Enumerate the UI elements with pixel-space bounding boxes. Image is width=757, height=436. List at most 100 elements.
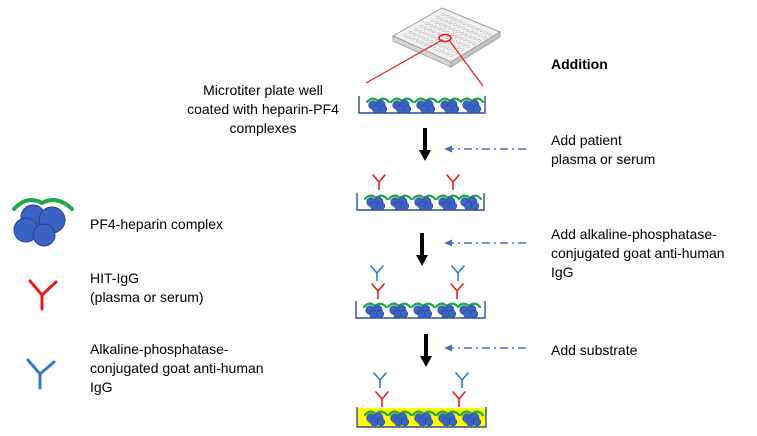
plate-well [417, 34, 421, 38]
plate-well [408, 31, 413, 34]
plate-well [412, 32, 417, 36]
plate-well [418, 29, 422, 33]
plate-well [429, 40, 434, 43]
plate-well [440, 17, 444, 21]
plate-well [454, 18, 458, 22]
legend-label-hit-igg: HIT-IgG (plasma or serum) [90, 270, 204, 305]
plate-well [414, 28, 418, 31]
plate-well [445, 36, 449, 39]
plate-well [475, 27, 480, 31]
plate-well [436, 16, 440, 19]
well-step-1 [356, 174, 485, 211]
plate-well [441, 13, 446, 16]
plate-well [407, 35, 411, 39]
plate-well [474, 32, 478, 36]
step-label-add-conjugate: Add alkaline-phosphatase- conjugated goa… [551, 226, 725, 280]
plate-well [424, 43, 428, 46]
well-step-3 [356, 372, 487, 428]
dashed-arrow-icon [444, 344, 526, 352]
plate-well [448, 21, 453, 25]
plate-well [439, 22, 443, 26]
plate-well [464, 33, 469, 37]
plate-well [450, 16, 454, 20]
plate-well [436, 32, 441, 36]
plate-well [415, 39, 420, 43]
plate-well [425, 22, 429, 25]
plate-well [423, 26, 428, 30]
plate-well [450, 33, 455, 36]
plate-well [434, 20, 439, 24]
plate-well [429, 23, 433, 27]
plate-well [443, 24, 447, 28]
anti-human-igg-antibody-icon [26, 358, 56, 390]
plate-well [421, 36, 425, 40]
plate-well [453, 23, 457, 27]
plate-well [437, 48, 441, 52]
legend-label-pf4-heparin: PF4-heparin complex [90, 216, 224, 232]
plate-well [432, 46, 437, 50]
down-arrow-icon [420, 334, 432, 367]
well-step-0 [358, 96, 486, 114]
plate-well [451, 28, 456, 31]
dashed-arrow-icon [444, 145, 526, 153]
plate-well [471, 25, 475, 29]
plate-well [449, 54, 454, 57]
plate-well [478, 34, 483, 38]
step-label-add-plasma: Add patient plasma or serum [551, 132, 656, 167]
plate-well [437, 27, 442, 31]
plate-label: Microtiter plate well coated with hepari… [187, 82, 339, 136]
well-step-2 [355, 265, 486, 319]
plate-well [479, 29, 484, 33]
plate-well [432, 30, 436, 34]
plate-well [456, 30, 460, 33]
down-arrow-icon [416, 233, 428, 266]
plate-well [419, 25, 424, 28]
dashed-arrow-icon [444, 239, 526, 247]
plate-well [453, 39, 458, 43]
plate-well [482, 36, 487, 39]
plate-well [431, 35, 435, 39]
plate-well [465, 28, 470, 32]
plate-well [456, 46, 461, 50]
plate-well [444, 19, 449, 23]
plate-well [433, 25, 438, 29]
plate-well [457, 41, 462, 45]
plate-well [426, 33, 431, 37]
zoom-line-left [365, 39, 443, 84]
legend-label-anti-igg: Alkaline-phosphatase- conjugated goat an… [90, 341, 264, 395]
step-label-add-substrate: Add substrate [551, 342, 638, 358]
plate-well [446, 47, 451, 51]
plate-well [438, 43, 442, 47]
plate-well [466, 45, 470, 48]
plate-well [458, 20, 463, 24]
plate-well [420, 41, 424, 45]
plate-well [459, 36, 463, 40]
plate-well [425, 38, 430, 42]
plate-well [463, 38, 467, 42]
plate-well [442, 45, 447, 49]
plate-well [447, 26, 452, 30]
plate-well [441, 50, 445, 54]
plate-well [457, 25, 461, 28]
plate-well [467, 24, 471, 27]
plate-well [451, 49, 455, 53]
plate-well [403, 34, 407, 37]
plate-well [462, 22, 467, 25]
plate-well [470, 30, 474, 34]
hit-igg-antibody-icon [28, 279, 58, 311]
plate-well [477, 39, 481, 42]
plate-well [411, 37, 416, 41]
plate-well [445, 14, 450, 18]
plate-well [446, 31, 450, 34]
plate-well [473, 37, 477, 41]
plate-well [488, 33, 492, 36]
zoom-line-right [448, 39, 484, 87]
plate-well [430, 19, 435, 22]
plate-well [460, 31, 464, 35]
plate-well [462, 43, 466, 47]
plate-well [445, 52, 450, 56]
plate-well [454, 34, 459, 38]
addition-heading: Addition [551, 56, 608, 72]
pf4-heparin-complex-icon [12, 198, 74, 247]
